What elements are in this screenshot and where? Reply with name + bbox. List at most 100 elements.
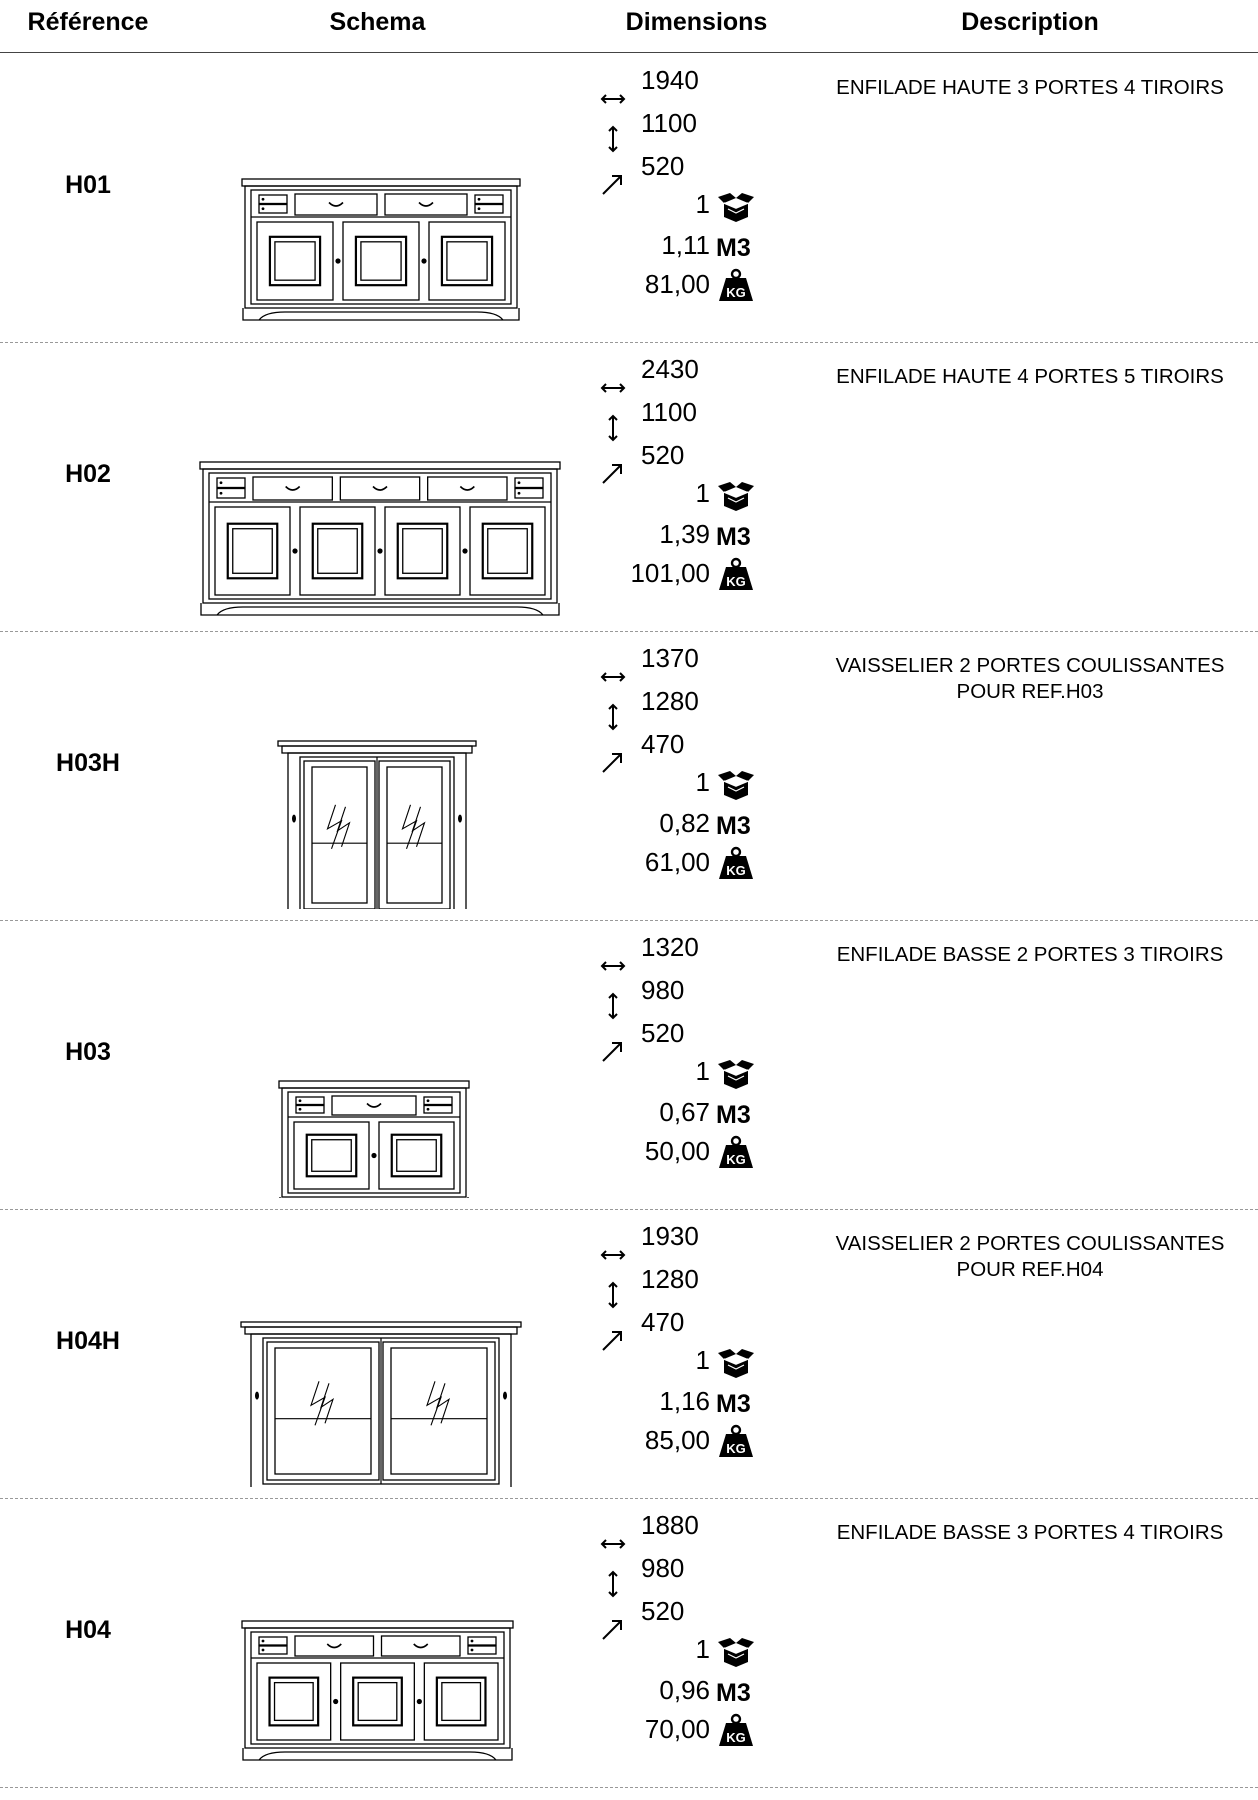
hutch-top-board [281, 745, 473, 754]
drawer-handle [372, 485, 388, 491]
row-schema [185, 1227, 570, 1487]
weight-icon: KG [716, 845, 756, 881]
small-drawer [295, 1096, 325, 1106]
door-panel [268, 1676, 320, 1727]
cabinet-drawing [199, 461, 561, 616]
weight-icon: KG [716, 1423, 756, 1459]
glass-pane [274, 1347, 372, 1475]
small-drawer [258, 194, 288, 205]
volume-value: 0,67 [659, 1097, 710, 1127]
box-icon [716, 767, 756, 803]
weight-value: 61,00 [644, 847, 710, 877]
cabinet-drawing [278, 1080, 470, 1198]
schema-drawing [278, 1080, 470, 1198]
door-panel-inner [232, 528, 273, 574]
dimension-width-value: 1940 [641, 65, 699, 95]
header-schema: Schema [329, 8, 426, 36]
dimension-depth-value: 520 [641, 440, 685, 470]
cabinet-top [241, 178, 521, 187]
row-reference: H03H [56, 749, 120, 777]
door-panel [311, 522, 364, 580]
dimension-width-value: 1930 [641, 1221, 699, 1251]
door [423, 1662, 499, 1741]
door-handle [255, 1391, 259, 1400]
door [428, 221, 506, 301]
weight-icon-label: KG [726, 574, 746, 589]
small-drawer [258, 203, 288, 214]
drawer-knob [219, 481, 223, 485]
package-count: 1 [695, 478, 710, 508]
weight-icon-label: KG [726, 1730, 746, 1745]
header-dimensions: Dimensions [625, 8, 768, 36]
row-description: ENFILADE BASSE 3 PORTES 4 TIROIRS [810, 1520, 1250, 1546]
small-drawer [258, 1636, 288, 1646]
drawer-knob [470, 1648, 474, 1652]
hutch-cornice [277, 740, 477, 747]
volume-unit: M3 [716, 523, 751, 551]
weight-icon: KG [716, 556, 756, 592]
door-panel-inner [402, 528, 443, 574]
horizontal-arrow-icon [596, 657, 630, 691]
table-header: Référence Schema Dimensions Description [0, 0, 1258, 53]
drawer-knob [298, 1099, 302, 1103]
drawer-knob [298, 1107, 302, 1111]
small-drawer [295, 1104, 325, 1114]
weight-icon-label: KG [726, 1152, 746, 1167]
vertical-arrow-icon [596, 1278, 630, 1312]
small-drawer [514, 487, 544, 499]
weight-value: 50,00 [644, 1136, 710, 1166]
box-icon [716, 1345, 756, 1381]
row-reference: H04 [65, 1616, 111, 1644]
dimension-width-value: 1880 [641, 1510, 699, 1540]
description-line: VAISSELIER 2 PORTES COULISSANTES [835, 1232, 1225, 1255]
door-panel-inner [396, 1139, 437, 1172]
diagonal-arrow-icon [596, 1321, 630, 1355]
door [340, 1662, 415, 1741]
door-panel-inner [273, 1681, 314, 1722]
volume-unit: M3 [716, 1390, 751, 1418]
door-panel-inner [311, 1139, 352, 1172]
hutch-cornice [240, 1321, 522, 1328]
vertical-arrow-icon [596, 122, 630, 156]
row-reference: H04H [56, 1327, 120, 1355]
drawer-knob [261, 197, 265, 201]
dimension-width-value: 1370 [641, 643, 699, 673]
weight-value: 81,00 [644, 269, 710, 299]
weight-value: 85,00 [644, 1425, 710, 1455]
small-drawer [514, 477, 544, 489]
small-drawer [216, 477, 246, 489]
row-reference: H01 [65, 171, 111, 199]
glass-reflection [326, 804, 351, 849]
center-drawer [339, 476, 421, 501]
horizontal-arrow-icon [596, 946, 630, 980]
volume-value: 0,82 [659, 808, 710, 838]
drawer-knob [261, 207, 265, 211]
cabinet-top [241, 1620, 514, 1629]
drawer-knob [261, 1648, 265, 1652]
weight-icon-label: KG [726, 1441, 746, 1456]
description-line: ENFILADE BASSE 3 PORTES 4 TIROIRS [836, 1521, 1224, 1544]
schema-drawing [241, 1620, 514, 1761]
drawer-knob [426, 1099, 430, 1103]
dimension-width-value: 2430 [641, 354, 699, 384]
glass-pane [390, 1347, 488, 1475]
hutch-drawing [277, 740, 477, 909]
door-panel-inner [317, 528, 358, 574]
center-drawer [380, 1635, 461, 1657]
dimension-height-value: 1100 [641, 397, 697, 427]
small-drawer [467, 1645, 497, 1655]
cabinet-drawing [241, 1620, 514, 1761]
sliding-door [266, 1341, 380, 1481]
door-panel [396, 522, 449, 580]
door-panel [305, 1133, 358, 1178]
drawer-handle [459, 485, 475, 491]
drawer-knob [517, 491, 521, 495]
row-reference: H02 [65, 460, 111, 488]
cabinet-inner-frame [250, 1631, 505, 1745]
door-panel [390, 1133, 443, 1178]
